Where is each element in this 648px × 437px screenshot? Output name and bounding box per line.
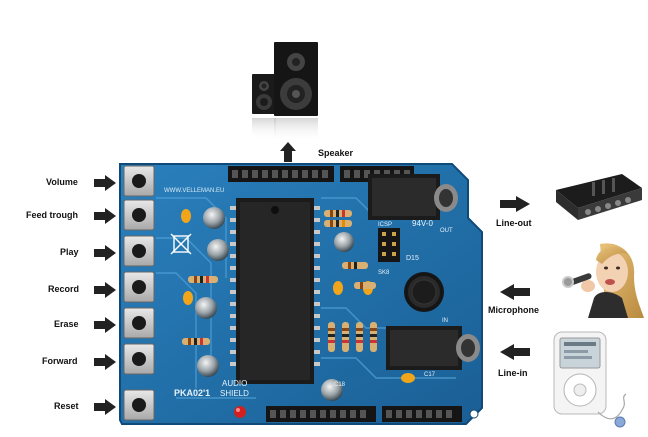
line-out-device-icon — [556, 174, 642, 220]
arrow-left-icon — [500, 344, 530, 360]
label-speaker: Speaker — [318, 148, 354, 158]
svg-text:ICSP: ICSP — [378, 222, 392, 228]
media-player-icon — [553, 331, 627, 428]
svg-text:PKA02'1: PKA02'1 — [174, 388, 210, 398]
audio-shield-board: WWW.VELLEMAN.EU — [119, 163, 483, 425]
svg-text:D15: D15 — [406, 255, 419, 262]
arrow-right-icon — [94, 208, 116, 224]
singer-icon — [562, 243, 644, 318]
label-line-out: Line-out — [496, 218, 532, 228]
svg-text:C18: C18 — [334, 382, 346, 388]
svg-text:IN: IN — [442, 318, 448, 324]
label-line-in: Line-in — [498, 368, 528, 378]
arrow-right-icon — [94, 245, 116, 261]
label-forward: Forward — [42, 356, 78, 366]
push-buttons — [123, 165, 155, 421]
svg-text:SK8: SK8 — [378, 270, 390, 276]
svg-text:94V-0: 94V-0 — [412, 219, 433, 228]
label-play: Play — [60, 247, 79, 257]
arrow-right-icon — [94, 282, 116, 298]
svg-text:AUDIO: AUDIO — [222, 379, 247, 388]
arrow-right-icon — [94, 317, 116, 333]
label-feed-trough: Feed trough — [26, 210, 78, 220]
label-reset: Reset — [54, 401, 79, 411]
speaker-icon — [252, 42, 318, 142]
arrow-left-icon — [500, 284, 530, 300]
arrow-up-icon — [280, 142, 296, 162]
label-record: Record — [48, 284, 80, 294]
label-microphone: Microphone — [488, 305, 539, 315]
arrow-right-icon — [94, 399, 116, 415]
arrow-right-icon — [94, 354, 116, 370]
svg-text:C17: C17 — [424, 372, 436, 378]
label-volume: Volume — [46, 177, 78, 187]
svg-text:SHIELD: SHIELD — [220, 389, 249, 398]
arrow-right-icon — [500, 196, 530, 212]
svg-text:OUT: OUT — [440, 228, 453, 234]
svg-text:WWW.VELLEMAN.EU: WWW.VELLEMAN.EU — [164, 188, 224, 194]
arrow-right-icon — [94, 175, 116, 191]
label-erase: Erase — [54, 319, 79, 329]
